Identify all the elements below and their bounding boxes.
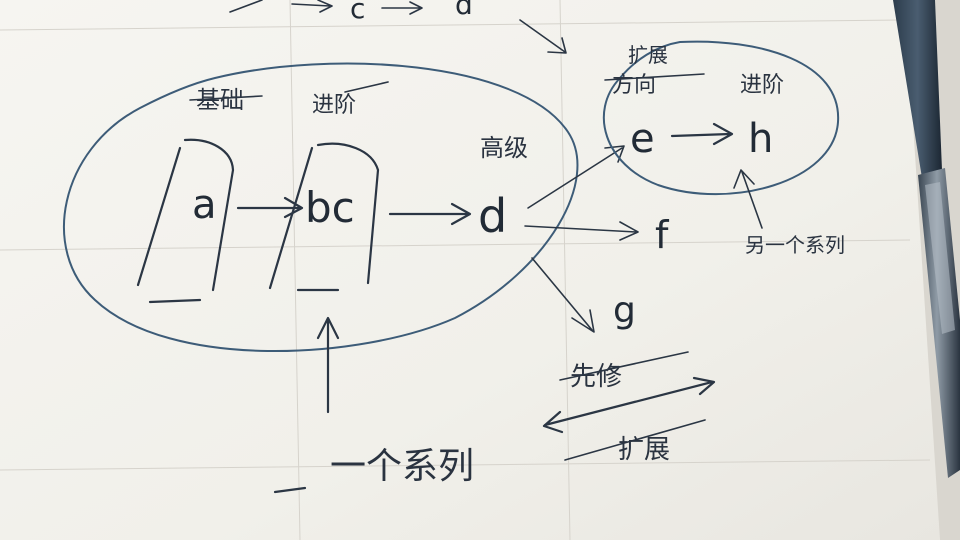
letter-bc: bc xyxy=(305,183,355,232)
top-letter-c: c xyxy=(350,0,365,25)
letter-h: h xyxy=(748,116,773,162)
label-another-series: 另一个系列 xyxy=(745,233,845,257)
label-extend-top: 扩展 xyxy=(628,43,668,67)
letter-f: f xyxy=(655,213,670,257)
pen xyxy=(893,0,960,478)
label-one-series: 一个系列 xyxy=(330,446,474,487)
label-advanced: 高级 xyxy=(480,134,528,162)
box-a xyxy=(136,138,235,304)
top-letter-d: d xyxy=(455,0,473,21)
label-prerequisite: 先修 xyxy=(570,362,622,392)
main-series-oval xyxy=(63,62,579,352)
grid-lines xyxy=(0,0,931,540)
label-advance-right: 进阶 xyxy=(740,73,784,98)
letter-g: g xyxy=(613,290,636,331)
letter-d: d xyxy=(478,189,507,243)
letter-a: a xyxy=(192,182,217,228)
label-intermediate: 进阶 xyxy=(312,93,356,118)
extension-oval xyxy=(603,40,840,196)
top-partial-notes: c d xyxy=(229,0,567,54)
box-bc xyxy=(268,142,380,292)
label-extend-bottom: 扩展 xyxy=(618,435,670,465)
letter-e: e xyxy=(630,116,655,162)
